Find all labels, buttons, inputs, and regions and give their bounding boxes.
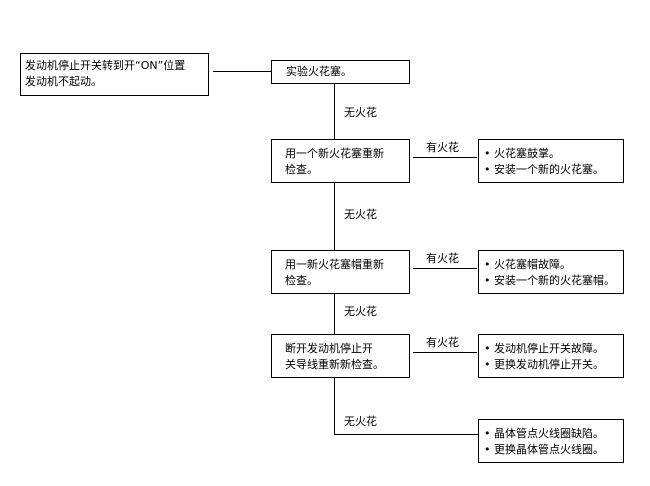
start-line-1: 发动机停止开关转到开“ON”位置	[25, 59, 186, 72]
step1-text: 实验火花塞。	[286, 65, 352, 78]
result1-item-2: 安装一个新的火花塞。	[484, 162, 623, 178]
connector-step2-step3	[334, 183, 335, 250]
connector-step1-step2	[334, 84, 335, 139]
result2-item-1: 火花塞帽故障。	[484, 257, 623, 273]
connector-start-step1	[213, 71, 271, 72]
step2-line-1: 用一个新火花塞重新	[285, 147, 384, 160]
step3-line-1: 用一新火花塞帽重新	[285, 258, 384, 271]
no-spark-label-2: 无火花	[344, 208, 377, 221]
step3-line-2: 检查。	[285, 274, 318, 287]
has-spark-label-3: 有火花	[426, 336, 459, 349]
step4-line-2: 关导线重新新检查。	[285, 358, 384, 371]
result3-box: 发动机停止开关故障。 更换发动机停止开关。	[478, 334, 624, 378]
has-spark-label-1: 有火花	[426, 141, 459, 154]
no-spark-label-3: 无火花	[344, 305, 377, 318]
result2-item-2: 安装一个新的火花塞帽。	[484, 273, 623, 289]
connector-step3-result2	[413, 268, 477, 269]
connector-step4-down	[334, 378, 335, 435]
start-line-2: 发动机不起动。	[25, 75, 102, 88]
start-condition-box: 发动机停止开关转到开“ON”位置 发动机不起动。	[20, 53, 209, 96]
result2-box: 火花塞帽故障。 安装一个新的火花塞帽。	[478, 250, 624, 294]
result4-box: 晶体管点火线圈缺陷。 更换晶体管点火线圈。	[478, 419, 624, 463]
step2-line-2: 检查。	[285, 163, 318, 176]
step4-line-1: 断开发动机停止开	[285, 342, 373, 355]
result3-item-2: 更换发动机停止开关。	[484, 357, 623, 373]
step4-box: 断开发动机停止开 关导线重新新检查。	[271, 334, 410, 378]
no-spark-label-4: 无火花	[344, 415, 377, 428]
step3-box: 用一新火花塞帽重新 检查。	[271, 250, 410, 294]
connector-step3-step4	[334, 294, 335, 334]
step1-box: 实验火花塞。	[271, 60, 410, 84]
result4-item-2: 更换晶体管点火线圈。	[484, 442, 623, 458]
has-spark-label-2: 有火花	[426, 252, 459, 265]
result4-item-1: 晶体管点火线圈缺陷。	[484, 426, 623, 442]
connector-step4-result3	[413, 352, 477, 353]
result1-box: 火花塞鼓掌。 安装一个新的火花塞。	[478, 139, 624, 183]
connector-step2-result1	[413, 157, 477, 158]
result3-item-1: 发动机停止开关故障。	[484, 341, 623, 357]
step2-box: 用一个新火花塞重新 检查。	[271, 139, 410, 183]
no-spark-label-1: 无火花	[344, 106, 377, 119]
connector-to-result4	[334, 434, 478, 435]
result1-item-1: 火花塞鼓掌。	[484, 146, 623, 162]
